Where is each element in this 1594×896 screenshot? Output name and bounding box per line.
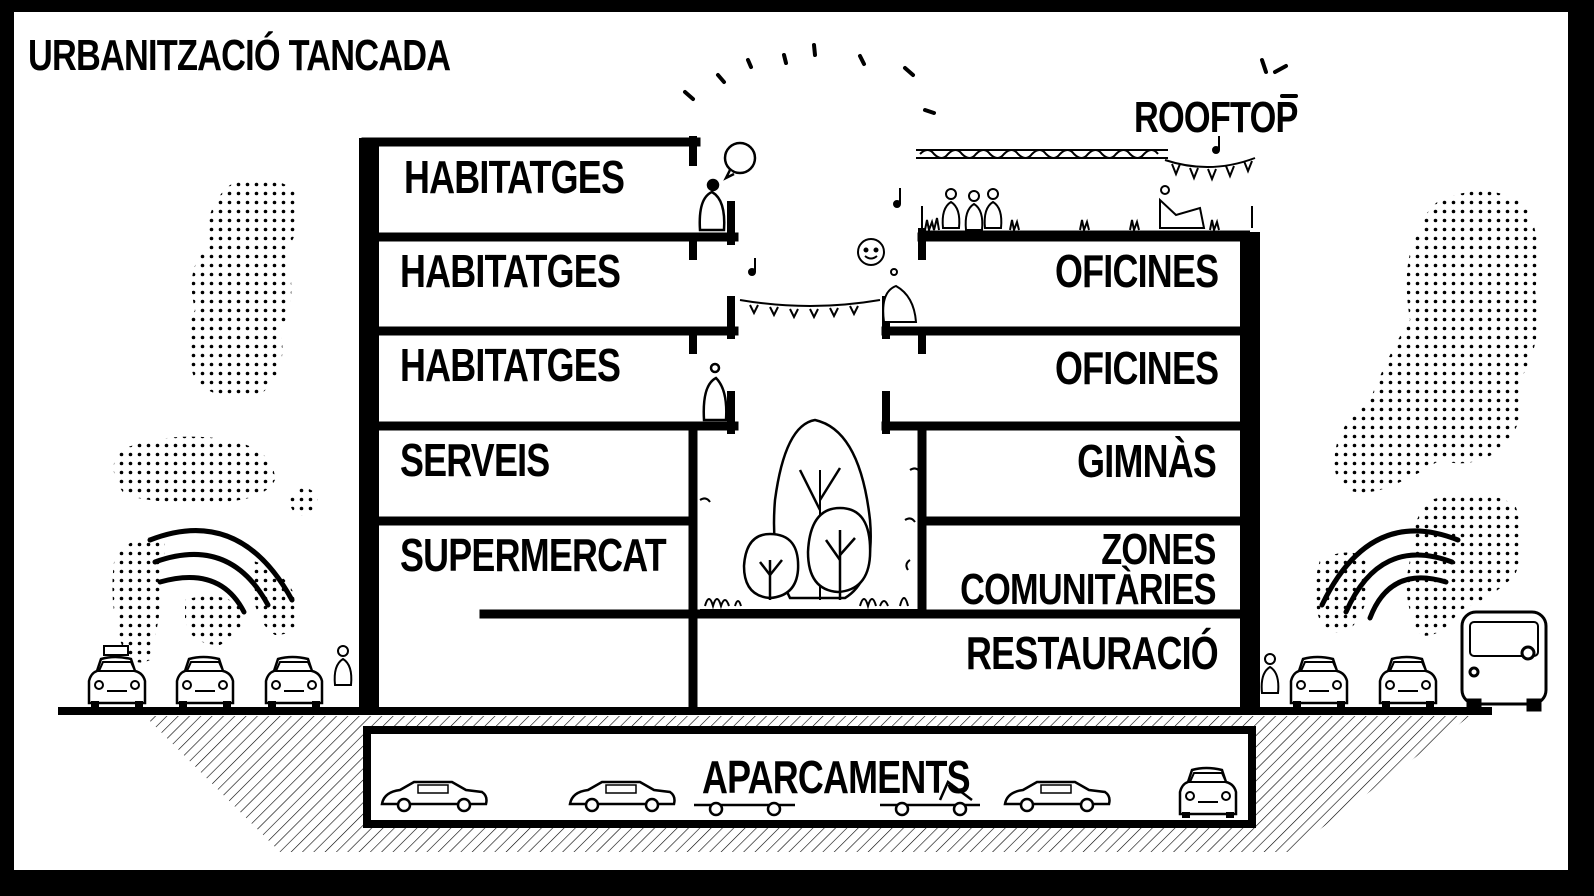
person-icon <box>702 362 728 422</box>
floor-label-habitatges-2: HABITATGES <box>400 245 621 297</box>
dotted-vegetation-right <box>1315 191 1539 636</box>
speech-bubble-icon <box>857 238 918 323</box>
floor-label-zones-line2: COMUNITÀRIES <box>960 565 1216 614</box>
taxi-icon <box>87 645 147 709</box>
floor-label-serveis: SERVEIS <box>400 434 550 486</box>
floor-label-habitatges-3: HABITATGES <box>400 339 621 391</box>
bus-icon <box>1460 610 1548 712</box>
floor-label-oficines-1: OFICINES <box>1054 245 1219 297</box>
person-icon <box>698 141 757 232</box>
bunting-icon <box>739 157 1256 320</box>
floor-label-oficines-2: OFICINES <box>1054 342 1219 394</box>
dotted-vegetation-left <box>112 178 318 663</box>
ground-vegetation <box>699 467 921 611</box>
building-structure <box>359 136 1260 714</box>
floor-label-gimnas: GIMNÀS <box>1077 435 1217 487</box>
sound-wave-icon <box>147 528 295 615</box>
floor-label-supermercat: SUPERMERCAT <box>400 529 667 581</box>
lounging-person-icon <box>1159 185 1206 229</box>
firework-dashes <box>683 43 1298 115</box>
floor-label-zones-line1: ZONES <box>1101 525 1217 574</box>
sound-wave-icon <box>1319 528 1461 621</box>
floor-label-restauracio: RESTAURACIÓ <box>966 627 1219 679</box>
person-icon <box>941 188 1003 231</box>
car-icon <box>380 766 1238 820</box>
diagram-title: URBANITZACIÓ TANCADA <box>28 31 451 80</box>
music-note-icon <box>748 136 1220 276</box>
rooftop-hedge <box>916 149 1253 234</box>
rooftop-label: ROOFTOP <box>1134 93 1298 142</box>
tree-icon <box>742 418 872 600</box>
parking-level <box>363 726 1256 828</box>
parking-label: APARCAMENTS <box>702 751 971 803</box>
floor-label-habitatges-1: HABITATGES <box>404 151 625 203</box>
